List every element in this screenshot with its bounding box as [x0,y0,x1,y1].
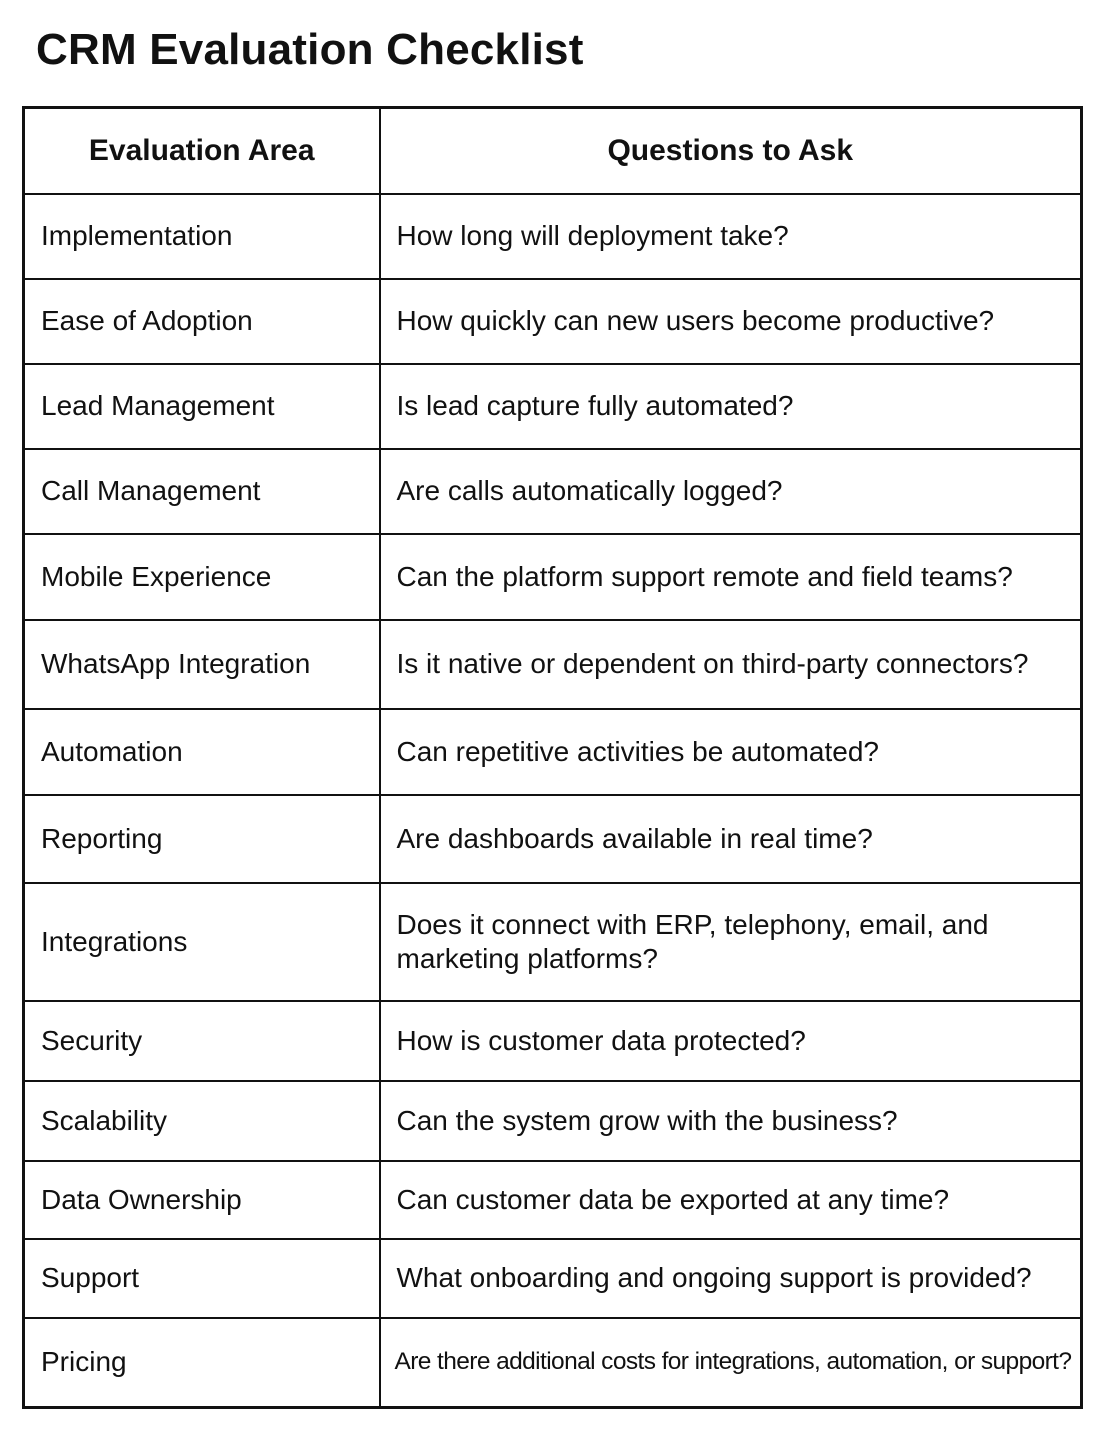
evaluation-area-cell: Ease of Adoption [22,277,381,365]
question-cell: Is it native or dependent on third-party… [378,618,1083,710]
question-cell: Are calls automatically logged? [378,447,1083,535]
table-row: Integrations Does it connect with ERP, t… [22,881,1083,1002]
question-cell: How quickly can new users become product… [378,277,1083,365]
column-header-questions-to-ask: Questions to Ask [378,106,1083,195]
question-cell: Is lead capture fully automated? [378,362,1083,450]
evaluation-area-cell: Call Management [22,447,381,535]
question-cell: Can repetitive activities be automated? [378,707,1083,796]
evaluation-area-cell: Support [22,1237,381,1319]
table-row: Pricing Are there additional costs for i… [22,1316,1083,1409]
question-cell: How long will deployment take? [378,192,1083,280]
table-row: WhatsApp Integration Is it native or dep… [22,618,1083,710]
evaluation-area-cell: Data Ownership [22,1159,381,1240]
evaluation-area-cell: Automation [22,707,381,796]
evaluation-area-cell: Lead Management [22,362,381,450]
evaluation-area-cell: Pricing [22,1316,381,1409]
column-header-evaluation-area: Evaluation Area [22,106,381,195]
evaluation-area-cell: Integrations [22,881,381,1002]
table-row: Ease of Adoption How quickly can new use… [22,277,1083,365]
evaluation-area-cell: WhatsApp Integration [22,618,381,710]
table-row: Automation Can repetitive activities be … [22,707,1083,796]
evaluation-area-cell: Scalability [22,1079,381,1162]
table-row: Call Management Are calls automatically … [22,447,1083,535]
table-row: Lead Management Is lead capture fully au… [22,362,1083,450]
question-cell: Are dashboards available in real time? [378,793,1083,884]
question-cell: Can customer data be exported at any tim… [378,1159,1083,1240]
table-row: Support What onboarding and ongoing supp… [22,1237,1083,1319]
question-cell: Can the system grow with the business? [378,1079,1083,1162]
page-title: CRM Evaluation Checklist [36,25,584,74]
table-row: Mobile Experience Can the platform suppo… [22,532,1083,621]
table-row: Implementation How long will deployment … [22,192,1083,280]
evaluation-area-cell: Security [22,999,381,1082]
evaluation-area-cell: Implementation [22,192,381,280]
table-row: Reporting Are dashboards available in re… [22,793,1083,884]
evaluation-area-cell: Mobile Experience [22,532,381,621]
question-cell: Can the platform support remote and fiel… [378,532,1083,621]
table-header-row: Evaluation Area Questions to Ask [22,106,1083,195]
table-row: Security How is customer data protected? [22,999,1083,1082]
question-cell: Are there additional costs for integrati… [378,1316,1083,1409]
checklist-table: Evaluation Area Questions to Ask Impleme… [22,106,1083,1409]
question-cell: Does it connect with ERP, telephony, ema… [378,881,1083,1002]
question-cell: What onboarding and ongoing support is p… [378,1237,1083,1319]
table-row: Scalability Can the system grow with the… [22,1079,1083,1162]
table-row: Data Ownership Can customer data be expo… [22,1159,1083,1240]
question-cell: How is customer data protected? [378,999,1083,1082]
evaluation-area-cell: Reporting [22,793,381,884]
